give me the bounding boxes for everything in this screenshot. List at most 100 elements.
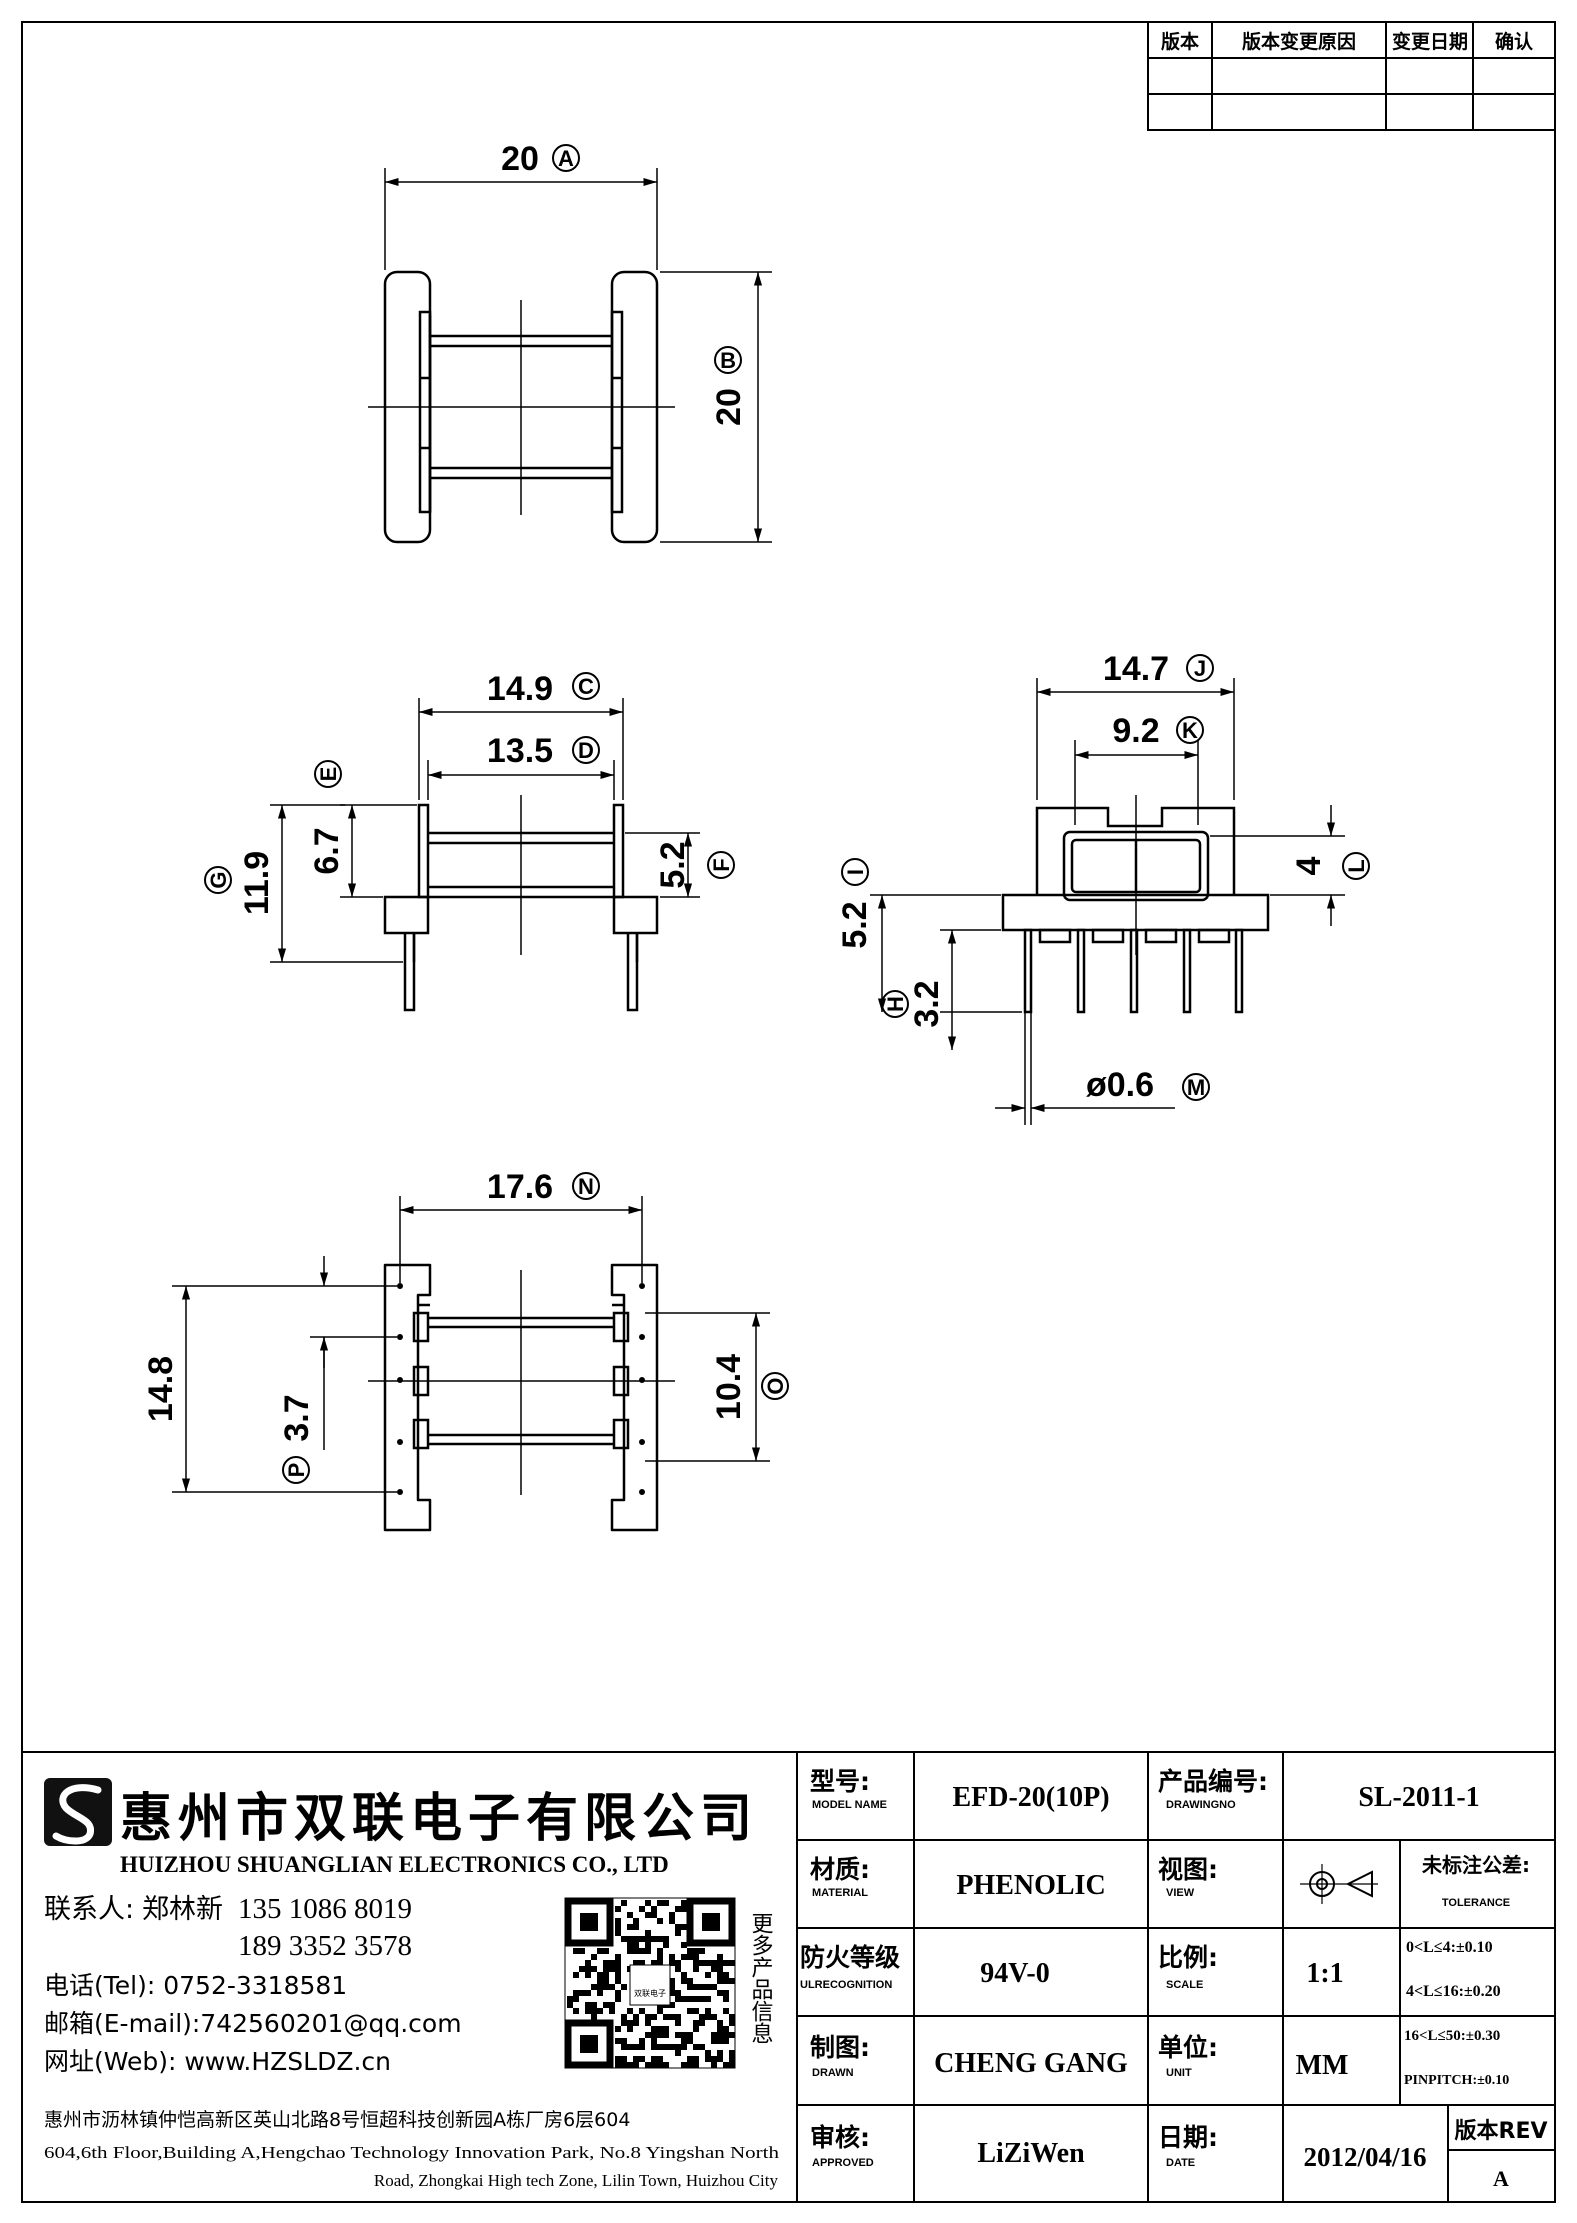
svg-text:C: C xyxy=(578,674,594,699)
contact-email: 邮箱(E-mail):742560201@qq.com xyxy=(44,2009,462,2038)
model-sub: MODEL NAME xyxy=(812,1799,887,1811)
dim-J-lines xyxy=(1036,678,1235,800)
dim-K-lines xyxy=(1074,740,1199,825)
dim-L-marker: L xyxy=(1342,852,1370,880)
dim-C-lines xyxy=(418,698,624,800)
drawn-value: CHENG GANG xyxy=(934,2048,1128,2079)
dim-B-marker: B xyxy=(714,346,742,374)
drawn-label: 制图: xyxy=(810,2033,870,2062)
dim-E-marker: E xyxy=(314,760,342,788)
title-block-grid xyxy=(796,1751,1556,2203)
dim-D-lines xyxy=(427,760,615,800)
dim-M-marker: M xyxy=(1182,1073,1210,1101)
dim-J-marker: J xyxy=(1186,654,1214,682)
fire-sub: ULRECOGNITION xyxy=(800,1979,892,1991)
dim-B-lines xyxy=(660,271,772,543)
dim-P-lines xyxy=(310,1256,397,1450)
dim-F-marker: F xyxy=(707,851,735,879)
unit-label: 单位: xyxy=(1158,2033,1218,2062)
view-sub: VIEW xyxy=(1166,1887,1195,1899)
fire-label: 防火等级 xyxy=(800,1943,900,1972)
dim-B-value: 20 xyxy=(710,388,748,426)
dim-P-marker: P xyxy=(282,1456,310,1484)
dim-N-value: 17.6 xyxy=(487,1168,553,1206)
svg-text:G: G xyxy=(206,871,231,888)
svg-text:M: M xyxy=(1187,1075,1205,1100)
scale-label: 比例: xyxy=(1158,1943,1218,1972)
approved-value: LiZiWen xyxy=(977,2138,1085,2169)
revision-table xyxy=(1147,21,1556,131)
contact-tel: 电话(Tel): 0752-3318581 xyxy=(44,1971,347,2000)
date-sub: DATE xyxy=(1166,2157,1195,2169)
address-en-2: Road, Zhongkai High tech Zone, Lilin Tow… xyxy=(374,2171,779,2190)
rev-value: A xyxy=(1493,2166,1509,2191)
dim-K-marker: K xyxy=(1176,716,1204,744)
svg-text:I: I xyxy=(843,869,868,875)
company-name-en: HUIZHOU SHUANGLIAN ELECTRONICS CO., LTD xyxy=(120,1852,669,1877)
svg-text:B: B xyxy=(720,348,736,373)
dim-J-value: 14.7 xyxy=(1103,650,1169,688)
unit-value: MM xyxy=(1296,2050,1349,2081)
dim-C-marker: C xyxy=(572,672,600,700)
contact-label: 联系人: xyxy=(44,1894,134,1925)
dim-L-value: 4 xyxy=(1290,856,1328,875)
svg-text:O: O xyxy=(763,1377,788,1394)
tolerance-sub: TOLERANCE xyxy=(1442,1897,1510,1909)
svg-text:P: P xyxy=(284,1463,309,1478)
dim-D-value: 13.5 xyxy=(487,732,553,770)
dim-C-value: 14.9 xyxy=(487,670,553,708)
dim-O-value: 10.4 xyxy=(710,1354,748,1420)
drawing-no-value: SL-2011-1 xyxy=(1358,1782,1479,1813)
dim-F-value: 5.2 xyxy=(654,841,692,888)
projection-symbol-icon xyxy=(1300,1864,1378,1904)
address-en-1: 604,6th Floor,Building A,Hengchao Techno… xyxy=(44,2143,780,2162)
bottom-view-centerlines xyxy=(368,1270,675,1495)
rev-header-confirm: 确认 xyxy=(1495,30,1533,53)
dim-G-marker: G xyxy=(204,866,232,894)
tolerance-row-4: PINPITCH:±0.10 xyxy=(1404,2073,1509,2088)
date-value: 2012/04/16 xyxy=(1303,2142,1426,2172)
dim-I-value: 5.2 xyxy=(836,901,874,948)
svg-text:J: J xyxy=(1194,656,1206,681)
dim-D-marker: D xyxy=(572,736,600,764)
dim-I-marker: I xyxy=(841,858,869,886)
dim-M-lines xyxy=(995,1012,1175,1125)
dim-E-lines xyxy=(340,804,417,898)
contact-name: 郑林新 xyxy=(142,1894,223,1925)
svg-text:A: A xyxy=(558,146,574,171)
rev-label: 版本REV xyxy=(1455,2119,1548,2144)
dim-A-lines xyxy=(384,168,658,270)
rev-header-version: 版本 xyxy=(1161,30,1199,53)
company-logo: SL xyxy=(44,1778,112,1846)
dim-G-value: 11.9 xyxy=(238,851,276,915)
dim-L-lines xyxy=(1210,805,1345,926)
rev-header-reason: 版本变更原因 xyxy=(1242,30,1356,53)
dim-N-marker: N xyxy=(572,1172,600,1200)
company-name-cn: 惠州市双联电子有限公司 xyxy=(120,1788,758,1849)
dim-M-value: ø0.6 xyxy=(1086,1066,1154,1104)
dim-Q-lines xyxy=(172,1285,397,1493)
outer-border xyxy=(21,21,1556,2203)
drawing-no-sub: DRAWINGNO xyxy=(1166,1799,1236,1811)
unit-sub: UNIT xyxy=(1166,2067,1192,2079)
qr-code-icon: 双联电子 xyxy=(564,1897,736,2069)
dim-H-lines xyxy=(940,930,1022,1050)
svg-text:E: E xyxy=(316,767,341,782)
dim-E-value: 6.7 xyxy=(308,827,346,874)
drawn-sub: DRAWN xyxy=(812,2067,854,2079)
approved-sub: APPROVED xyxy=(812,2157,874,2169)
tolerance-row-2: 4<L≤16:±0.20 xyxy=(1406,1983,1501,2000)
date-label: 日期: xyxy=(1158,2123,1218,2152)
fire-value: 94V-0 xyxy=(980,1958,1049,1989)
contact-web: 网址(Web): www.HZSLDZ.cn xyxy=(44,2047,391,2076)
scale-sub: SCALE xyxy=(1166,1979,1203,1991)
dim-H-marker: H xyxy=(881,990,909,1018)
dim-G-lines xyxy=(270,804,403,963)
tolerance-label: 未标注公差: xyxy=(1422,1853,1530,1877)
drawing-no-label: 产品编号: xyxy=(1158,1767,1268,1796)
tolerance-row-1: 0<L≤4:±0.10 xyxy=(1406,1939,1493,1956)
scale-value: 1:1 xyxy=(1306,1958,1343,1989)
view-label: 视图: xyxy=(1158,1855,1218,1884)
more-products-vertical: 更多产品信息 xyxy=(748,1912,774,2044)
